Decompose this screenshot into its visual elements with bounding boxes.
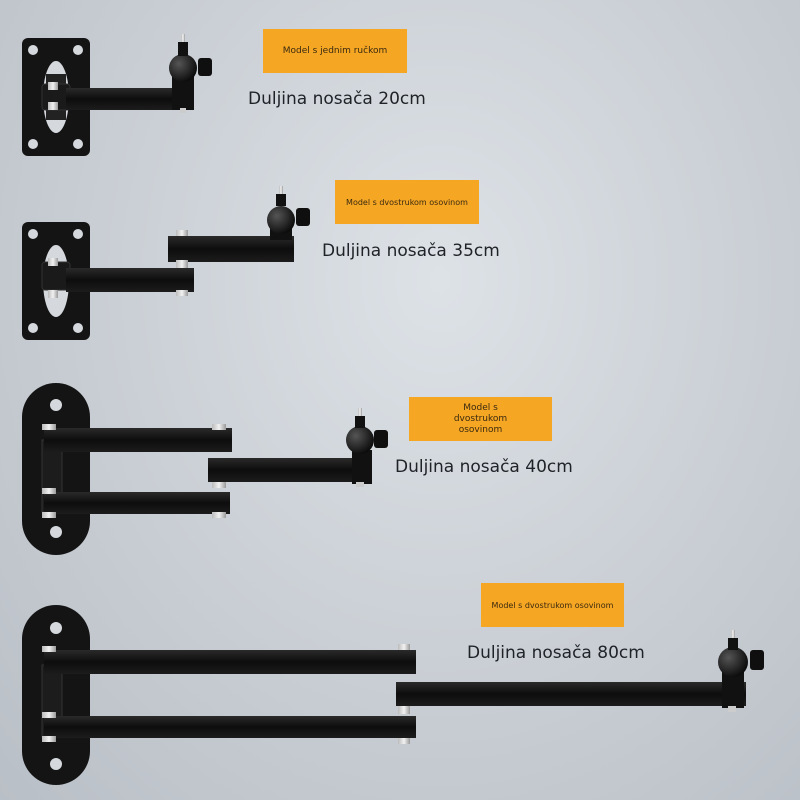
model-tag-1: Model s jednim ručkom	[263, 29, 407, 73]
arm-bottom	[44, 716, 416, 738]
arm-extension	[208, 458, 368, 482]
ball-head-icon	[267, 206, 295, 234]
arm-top	[44, 650, 416, 674]
model-tag-4: Model s dvostrukom osovinom	[481, 583, 624, 627]
arm-lower	[66, 268, 194, 292]
model-tag-2: Model s dvostrukom osovinom	[335, 180, 479, 224]
arm-top	[44, 428, 232, 452]
bracket-40cm	[22, 383, 388, 555]
arm-bottom	[44, 492, 230, 514]
bracket-20cm	[22, 34, 212, 156]
ball-head-icon	[346, 426, 374, 454]
bracket-80cm	[22, 605, 764, 785]
length-label-4: Duljina nosača 80cm	[467, 643, 645, 663]
length-label-2: Duljina nosača 35cm	[322, 241, 500, 261]
arm-extension	[396, 682, 746, 706]
arm	[66, 88, 194, 110]
length-label-1: Duljina nosača 20cm	[248, 89, 426, 109]
ball-head-icon	[169, 54, 197, 82]
model-tag-3: Model s dvostrukom osovinom	[409, 397, 552, 441]
arm-upper	[168, 236, 294, 262]
length-label-3: Duljina nosača 40cm	[395, 457, 573, 477]
bracket-35cm	[22, 186, 310, 340]
ball-head-icon	[718, 647, 748, 677]
